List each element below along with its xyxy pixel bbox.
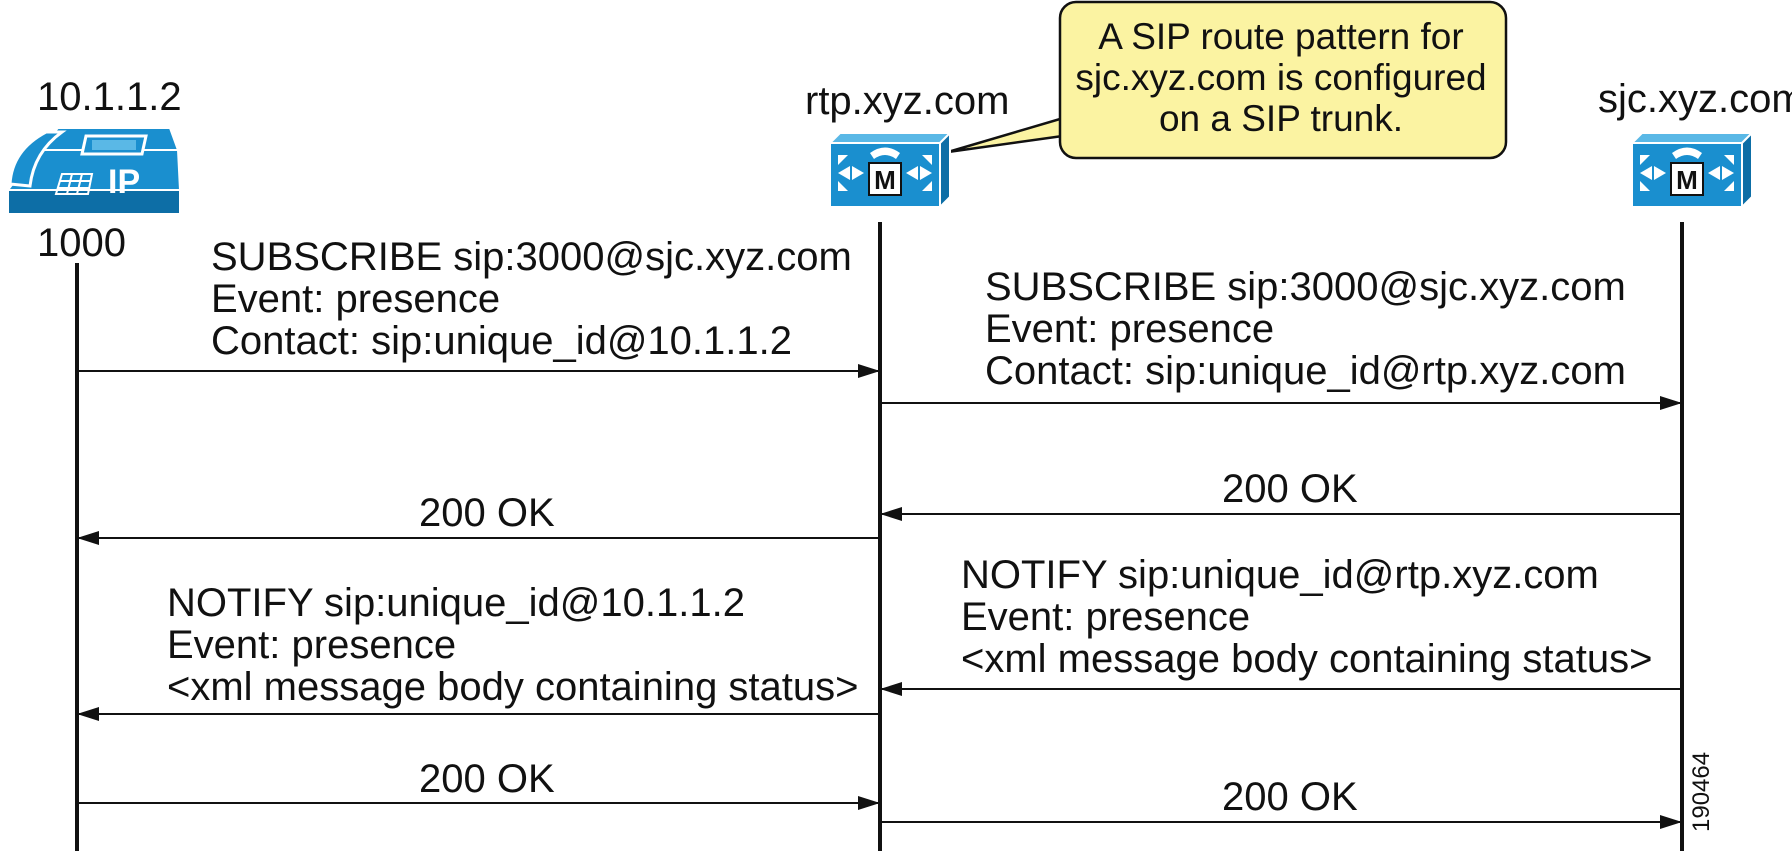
ip-phone-icon: IP xyxy=(6,127,182,215)
figure-id: 190464 xyxy=(1688,751,1715,832)
sjc-server-label: sjc.xyz.com xyxy=(1598,77,1792,121)
phone-extension-label: 1000 xyxy=(37,221,126,265)
message-line: Contact: sip:unique_id@10.1.1.2 xyxy=(211,319,792,363)
message-subscribe-phone-to-rtp: SUBSCRIBE sip:3000@sjc.xyz.com Event: pr… xyxy=(211,236,852,362)
callout-line: A SIP route pattern for xyxy=(1098,16,1464,57)
message-line: Event: presence xyxy=(961,595,1251,639)
message-200ok-sjc-to-rtp: 200 OK xyxy=(1222,468,1358,510)
callout-line: on a SIP trunk. xyxy=(1158,98,1404,139)
phone-ip-label: 10.1.1.2 xyxy=(37,75,182,119)
message-line: 200 OK xyxy=(1222,775,1358,819)
message-200ok-phone-to-rtp: 200 OK xyxy=(419,758,555,800)
rtp-server-label: rtp.xyz.com xyxy=(805,79,1010,123)
callout-line: sjc.xyz.com is configured xyxy=(1075,57,1487,98)
message-line: 200 OK xyxy=(1222,467,1358,511)
message-line: 200 OK xyxy=(419,491,555,535)
message-subscribe-rtp-to-sjc: SUBSCRIBE sip:3000@sjc.xyz.com Event: pr… xyxy=(985,266,1626,392)
callout-text: A SIP route pattern for sjc.xyz.com is c… xyxy=(1062,16,1500,139)
message-line: Event: presence xyxy=(985,307,1275,351)
message-200ok-rtp-to-sjc: 200 OK xyxy=(1222,776,1358,818)
message-notify-sjc-to-rtp: NOTIFY sip:unique_id@rtp.xyz.com Event: … xyxy=(961,554,1653,680)
call-manager-icon-sjc: M xyxy=(1629,130,1755,210)
message-line: Contact: sip:unique_id@rtp.xyz.com xyxy=(985,349,1626,393)
message-line: SUBSCRIBE sip:3000@sjc.xyz.com xyxy=(211,235,852,279)
call-manager-icon-rtp-text: M xyxy=(874,165,896,195)
message-line: <xml message body containing status> xyxy=(167,665,859,709)
call-manager-icon-rtp: M xyxy=(827,130,953,210)
message-line: <xml message body containing status> xyxy=(961,637,1653,681)
message-line: Event: presence xyxy=(211,277,501,321)
message-line: 200 OK xyxy=(419,757,555,801)
ip-phone-icon-text: IP xyxy=(108,163,140,201)
message-200ok-rtp-to-phone: 200 OK xyxy=(419,492,555,534)
call-manager-icon-sjc-text: M xyxy=(1676,165,1698,195)
message-notify-rtp-to-phone: NOTIFY sip:unique_id@10.1.1.2 Event: pre… xyxy=(167,582,859,708)
message-line: NOTIFY sip:unique_id@rtp.xyz.com xyxy=(961,553,1599,597)
message-line: NOTIFY sip:unique_id@10.1.1.2 xyxy=(167,581,745,625)
message-line: SUBSCRIBE sip:3000@sjc.xyz.com xyxy=(985,265,1626,309)
message-line: Event: presence xyxy=(167,623,457,667)
